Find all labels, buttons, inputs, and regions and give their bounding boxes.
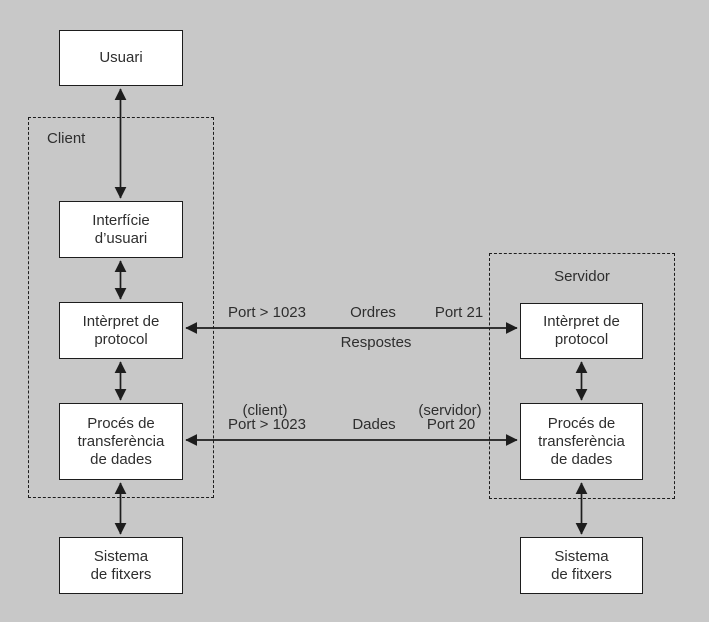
node-interpret-protocol-client: Intèrpret de protocol bbox=[59, 302, 183, 359]
control-right-port-label: Port 21 bbox=[434, 304, 484, 321]
data-dades-label: Dades bbox=[352, 416, 396, 433]
node-interpret-protocol-servidor: Intèrpret de protocol bbox=[520, 303, 643, 359]
node-usuari: Usuari bbox=[59, 30, 183, 86]
node-proces-transferencia-client: Procés de transferència de dades bbox=[59, 403, 183, 480]
data-right-port-label: Port 20 bbox=[426, 416, 476, 433]
data-client-role-label: (client) bbox=[242, 402, 288, 419]
control-respostes-label: Respostes bbox=[340, 334, 412, 351]
node-interficie-usuari: Interfície d’usuari bbox=[59, 201, 183, 258]
node-sistema-fitxers-servidor: Sistema de fitxers bbox=[520, 537, 643, 594]
control-ordres-label: Ordres bbox=[350, 304, 396, 321]
data-servidor-role-label: (servidor) bbox=[418, 402, 482, 419]
client-group-label: Client bbox=[47, 130, 86, 147]
client-group-box bbox=[28, 117, 214, 498]
control-left-port-label: Port > 1023 bbox=[228, 304, 306, 321]
servidor-group-label: Servidor bbox=[554, 268, 610, 285]
servidor-group-box bbox=[489, 253, 675, 499]
node-proces-transferencia-servidor: Procés de transferència de dades bbox=[520, 403, 643, 480]
data-left-port-label: Port > 1023 bbox=[228, 416, 306, 433]
node-sistema-fitxers-client: Sistema de fitxers bbox=[59, 537, 183, 594]
